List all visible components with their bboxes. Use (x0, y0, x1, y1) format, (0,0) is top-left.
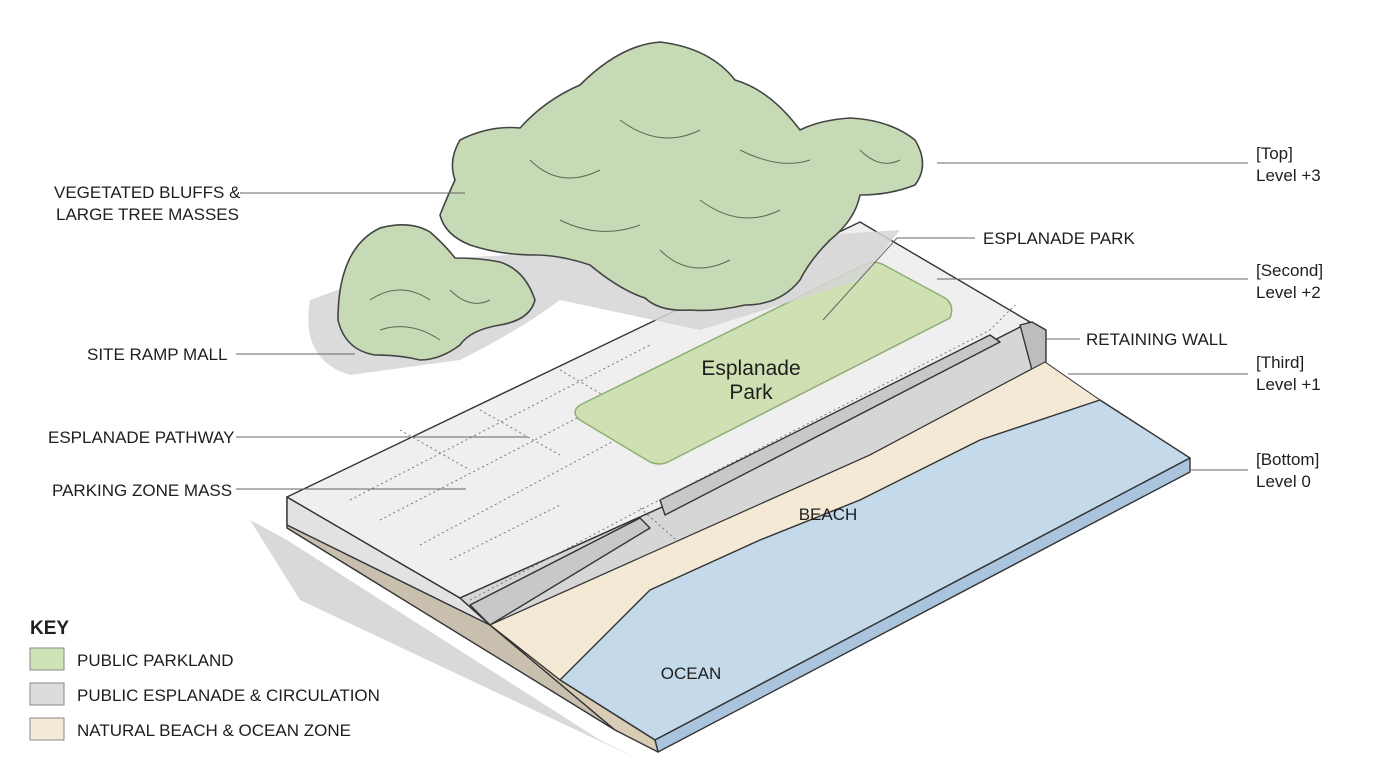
level-second-name: [Second] (1256, 261, 1323, 280)
legend-label-esplanade: PUBLIC ESPLANADE & CIRCULATION (77, 686, 380, 705)
legend-swatch-parkland (29, 647, 65, 671)
ocean-label: OCEAN (661, 664, 721, 683)
label-site-ramp-mall: SITE RAMP MALL (87, 345, 227, 364)
park-label-line1: Esplanade (701, 357, 800, 380)
beach-front-face (489, 624, 659, 753)
ramp-wall-upper (659, 334, 1001, 516)
park-label-line2: Park (729, 381, 773, 404)
level-top-name: [Top] (1256, 144, 1293, 163)
tree-mass-small (337, 224, 536, 361)
circulation-path-arrow (469, 304, 1016, 601)
legend-label-parkland: PUBLIC PARKLAND (77, 651, 234, 670)
label-parking-zone: PARKING ZONE MASS (52, 481, 232, 500)
tree-mass-large (439, 41, 924, 312)
level-third-value: Level +1 (1256, 375, 1321, 394)
label-retaining-wall: RETAINING WALL (1086, 330, 1228, 349)
slab-shadow (250, 520, 640, 760)
label-esplanade-park: ESPLANADE PARK (983, 229, 1135, 248)
legend-label-beach: NATURAL BEACH & OCEAN ZONE (77, 721, 351, 740)
legend-swatch-esplanade (29, 682, 65, 706)
level-third-name: [Third] (1256, 353, 1304, 372)
beach-label: BEACH (799, 505, 858, 524)
legend-swatch-beach (29, 717, 65, 741)
label-bluffs-line2: LARGE TREE MASSES (56, 205, 239, 224)
retaining-wall (1019, 321, 1047, 371)
level-bottom-name: [Bottom] (1256, 450, 1319, 469)
legend-title: KEY (30, 618, 69, 639)
level-bottom-value: Level 0 (1256, 472, 1311, 491)
legend: KEY PUBLIC PARKLAND PUBLIC ESPLANADE & C… (29, 618, 380, 741)
level-second-value: Level +2 (1256, 283, 1321, 302)
ramp-wall-lower (469, 517, 651, 626)
label-bluffs-line1: VEGETATED BLUFFS & (54, 183, 241, 202)
esplanade-park-lawn (574, 261, 953, 465)
label-esplanade-pathway: ESPLANADE PATHWAY (48, 428, 234, 447)
leader-lines (236, 162, 1248, 490)
level-top-value: Level +3 (1256, 166, 1321, 185)
